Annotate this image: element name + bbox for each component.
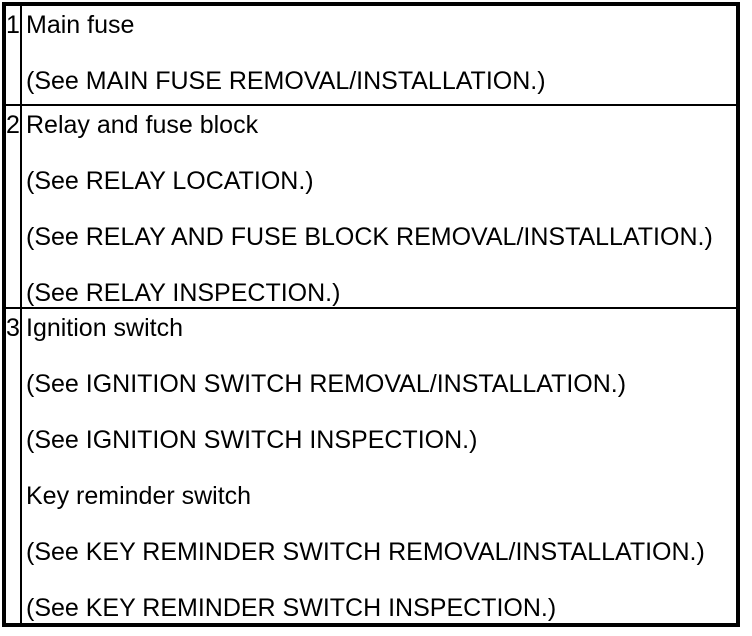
row-line: Key reminder switch [26, 482, 252, 510]
row-line: Main fuse [26, 11, 135, 39]
row-number: 3 [6, 309, 22, 623]
row-line: (See KEY REMINDER SWITCH INSPECTION.) [26, 594, 557, 622]
row-content: Ignition switch (See IGNITION SWITCH REMO… [22, 309, 736, 623]
row-number: 1 [6, 6, 22, 104]
row-line: (See RELAY INSPECTION.) [26, 279, 341, 307]
row-line: (See KEY REMINDER SWITCH REMOVAL/INSTALL… [26, 538, 705, 566]
row-line: (See IGNITION SWITCH INSPECTION.) [26, 426, 478, 454]
row-line: Relay and fuse block [26, 111, 259, 139]
row-line: (See MAIN FUSE REMOVAL/INSTALLATION.) [26, 67, 546, 95]
row-content: Relay and fuse block (See RELAY LOCATION.… [22, 106, 736, 307]
row-line: (See RELAY LOCATION.) [26, 167, 314, 195]
row-line: Ignition switch [26, 314, 184, 342]
row-number: 2 [6, 106, 22, 307]
row-content: Main fuse (See MAIN FUSE REMOVAL/INSTALLA… [22, 6, 736, 104]
row-line: (See RELAY AND FUSE BLOCK REMOVAL/INSTAL… [26, 223, 713, 251]
row-line: (See IGNITION SWITCH REMOVAL/INSTALLATIO… [26, 370, 627, 398]
